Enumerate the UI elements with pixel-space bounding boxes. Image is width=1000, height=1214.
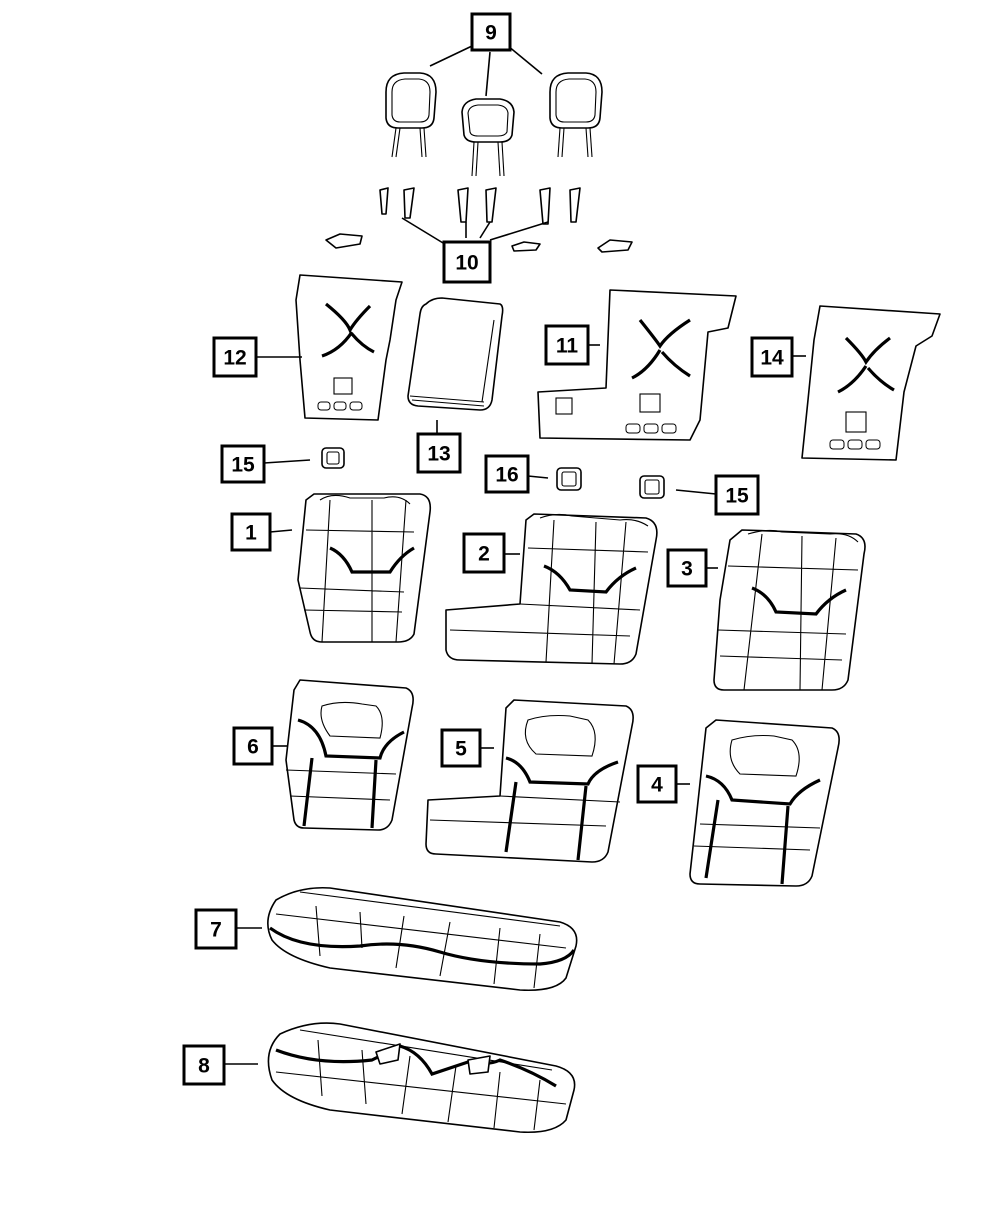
headrest-guides	[325, 187, 633, 253]
svg-text:12: 12	[223, 347, 246, 370]
callout-10: 10	[442, 240, 492, 284]
callout-1: 1	[230, 512, 272, 552]
callout-15-right: 15	[714, 474, 760, 516]
seat-cushion-pad-8	[267, 1022, 576, 1134]
svg-text:16: 16	[495, 464, 518, 487]
callout-3: 3	[666, 548, 708, 588]
seatback-pad-5	[425, 699, 634, 863]
center-armrest-13	[407, 297, 504, 411]
svg-text:7: 7	[210, 919, 222, 942]
svg-text:1: 1	[245, 522, 257, 545]
headrest-right	[549, 72, 603, 158]
seatback-pad-6	[285, 679, 414, 831]
svg-text:5: 5	[455, 738, 467, 761]
svg-text:14: 14	[760, 347, 784, 370]
svg-text:9: 9	[485, 22, 497, 45]
svg-text:15: 15	[725, 485, 749, 508]
seat-cushion-cover-7	[267, 886, 578, 992]
seatback-pad-4	[689, 719, 840, 887]
panel-right-11	[537, 289, 737, 441]
callout-5: 5	[440, 728, 482, 768]
svg-text:15: 15	[231, 454, 255, 477]
callout-11: 11	[544, 324, 590, 366]
headrest-left	[385, 72, 437, 158]
headrest-center	[461, 98, 515, 177]
callout-7: 7	[194, 908, 238, 950]
svg-text:4: 4	[651, 774, 663, 797]
svg-text:13: 13	[427, 443, 450, 466]
callout-14: 14	[750, 336, 794, 378]
callout-13: 13	[416, 432, 462, 474]
svg-text:2: 2	[478, 543, 490, 566]
latch-bezel-right	[639, 475, 665, 499]
svg-text:3: 3	[681, 558, 693, 581]
callout-16: 16	[484, 454, 530, 494]
panel-right-14	[801, 305, 941, 461]
seatback-cover-1	[297, 493, 432, 643]
callout-2: 2	[462, 532, 506, 574]
panel-left-12	[295, 274, 403, 421]
seatback-cover-3	[713, 529, 866, 691]
callout-15-left: 15	[220, 444, 266, 484]
svg-text:10: 10	[455, 252, 478, 275]
svg-text:6: 6	[247, 736, 259, 759]
latch-bezel-left	[321, 447, 345, 469]
svg-text:11: 11	[556, 335, 579, 358]
callout-6: 6	[232, 726, 274, 766]
seatback-cover-2	[445, 513, 658, 665]
leader-lines	[224, 45, 806, 1065]
callout-9: 9	[470, 12, 512, 52]
callout-12: 12	[212, 336, 258, 378]
callout-8: 8	[182, 1044, 226, 1086]
callout-4: 4	[636, 764, 678, 804]
latch-bezel-center	[556, 467, 582, 491]
svg-text:8: 8	[198, 1055, 210, 1078]
